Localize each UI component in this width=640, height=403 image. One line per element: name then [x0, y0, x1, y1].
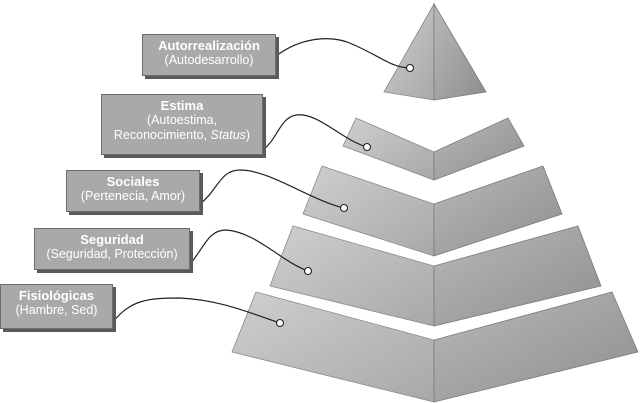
- connector-dot: [275, 318, 285, 328]
- connector-line-sociales: [199, 169, 345, 209]
- label-box-estima: Estima (Autoestima, Reconocimiento, Stat…: [101, 94, 263, 155]
- level-description-text: Reconocimiento,: [113, 128, 211, 142]
- tier-face-right: [433, 2, 487, 101]
- connector-dot: [405, 63, 415, 73]
- level-description: (Pertenecia, Amor): [80, 189, 186, 203]
- label-box-sociales: Sociales (Pertenecia, Amor): [66, 170, 200, 212]
- tier-face-right: [433, 117, 525, 181]
- level-title: Seguridad: [80, 232, 144, 247]
- pyramid-tier-fisiologicas: [231, 291, 639, 403]
- level-description-italic: Status: [210, 128, 246, 142]
- label-box-fisiologicas: Fisiológicas (Hambre, Sed): [0, 284, 113, 329]
- tier-face-left: [383, 2, 435, 101]
- level-description: (Autodesarrollo): [164, 53, 254, 67]
- level-title: Sociales: [106, 174, 160, 189]
- level-description: (Seguridad, Protección): [46, 247, 178, 261]
- label-box-autorrealizacion: Autorrealización (Autodesarrollo): [142, 34, 276, 76]
- connector-line-estima: [262, 114, 368, 151]
- tier-face-right: [433, 225, 602, 327]
- connector-line-autorrealizacion: [275, 38, 411, 69]
- level-title: Autorrealización: [158, 38, 260, 53]
- label-box-seguridad: Seguridad (Seguridad, Protección): [34, 228, 190, 270]
- pyramid-tier-sociales: [302, 165, 563, 257]
- connector-line-seguridad: [189, 229, 309, 272]
- level-title: Estima: [160, 98, 204, 113]
- connector-dot: [339, 203, 349, 213]
- level-description: (Hambre, Sed): [15, 303, 98, 317]
- connector-line-fisiologicas: [112, 297, 281, 324]
- tier-face-right: [433, 291, 639, 403]
- tier-face-right: [433, 165, 563, 257]
- level-description: (Autoestima,: [146, 113, 218, 127]
- level-description-close: ): [245, 128, 251, 142]
- pyramid-tier-seguridad: [269, 225, 602, 327]
- level-description-line-2: Reconocimiento, Status): [108, 128, 256, 143]
- connector-dot: [303, 266, 313, 276]
- level-title: Fisiológicas: [18, 288, 95, 303]
- tier-face-left: [342, 117, 435, 181]
- connector-dot: [362, 142, 372, 152]
- pyramid-tier-autorrealizacion: [383, 2, 487, 101]
- pyramid-tier-estima: [342, 117, 525, 181]
